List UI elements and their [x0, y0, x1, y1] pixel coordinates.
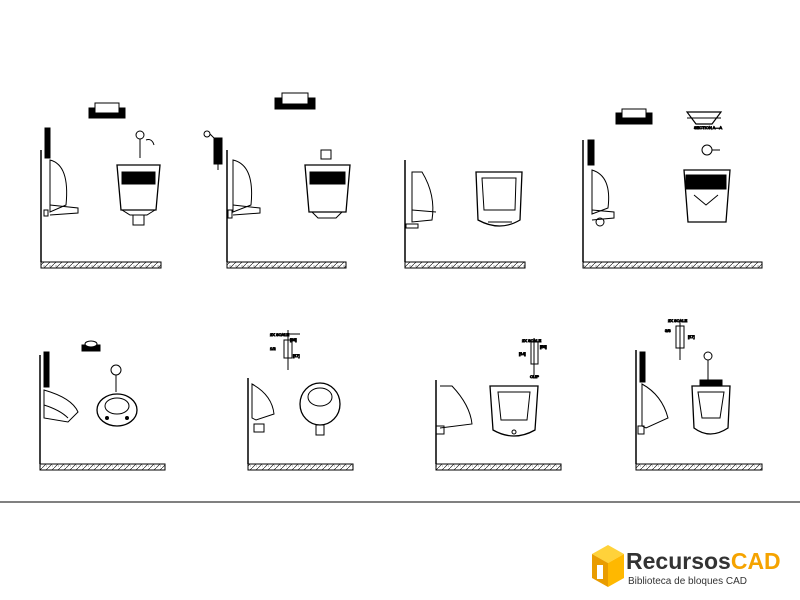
top-view-1: [88, 102, 126, 119]
front-view-5: [96, 364, 138, 427]
front-view-7: [489, 385, 539, 437]
urinal-detail-5: [39, 340, 166, 471]
logo-brand-prefix: Recursos: [626, 548, 731, 574]
urinal-detail-1: [40, 102, 162, 269]
scale-label-6: 2X SCALE: [270, 332, 289, 337]
scale-label-7: 2X SCALE: [522, 338, 541, 343]
detail-callout-8: 2X SCALE 3/8 [17]: [665, 318, 695, 360]
logo-tagline: Biblioteca de bloques CAD: [628, 576, 747, 587]
detail-callout-7: 2X SCALE [56] [14] CLIP: [519, 338, 548, 380]
recursoscad-logo: RecursosCAD Biblioteca de bloques CAD: [590, 543, 800, 600]
urinal-detail-6: 2X SCALE [38] 1/2 [17]: [247, 330, 354, 471]
dim-label-e: [17]: [688, 334, 695, 339]
urinal-detail-2: [203, 92, 351, 269]
urinal-detail-4: SECTION A—A: [582, 108, 763, 269]
section-label: SECTION A—A: [694, 125, 722, 130]
dim-label-b: [17]: [293, 353, 300, 358]
section-view-4: [685, 111, 723, 125]
dim-label-a: [38]: [290, 337, 297, 342]
front-view-4: [683, 144, 731, 223]
top-view-5: [81, 340, 101, 352]
front-view-1: [116, 130, 161, 226]
detail-callout-6: 2X SCALE [38] 1/2 [17]: [270, 330, 300, 370]
urinal-detail-7: 2X SCALE [56] [14] CLIP: [435, 338, 562, 471]
top-view-2: [274, 92, 316, 110]
frac-label-b: 3/8: [665, 328, 671, 333]
front-view-6: [299, 382, 341, 436]
top-view-4: [615, 108, 653, 125]
dim-label-d: [14]: [519, 351, 526, 356]
logo-title: RecursosCAD: [626, 549, 781, 573]
logo-brand-suffix: CAD: [730, 548, 781, 574]
urinal-detail-8: 2X SCALE 3/8 [17]: [635, 318, 763, 471]
front-view-8: [691, 351, 731, 435]
scale-label-8: 2X SCALE: [668, 318, 687, 323]
urinal-detail-3: [404, 160, 526, 269]
dim-label-c: [56]: [540, 344, 547, 349]
front-view-3: [475, 171, 523, 227]
clip-label: CLIP: [530, 374, 539, 379]
frac-label-a: 1/2: [270, 346, 276, 351]
front-view-2: [304, 149, 351, 219]
cube-logo-icon: [592, 545, 624, 587]
